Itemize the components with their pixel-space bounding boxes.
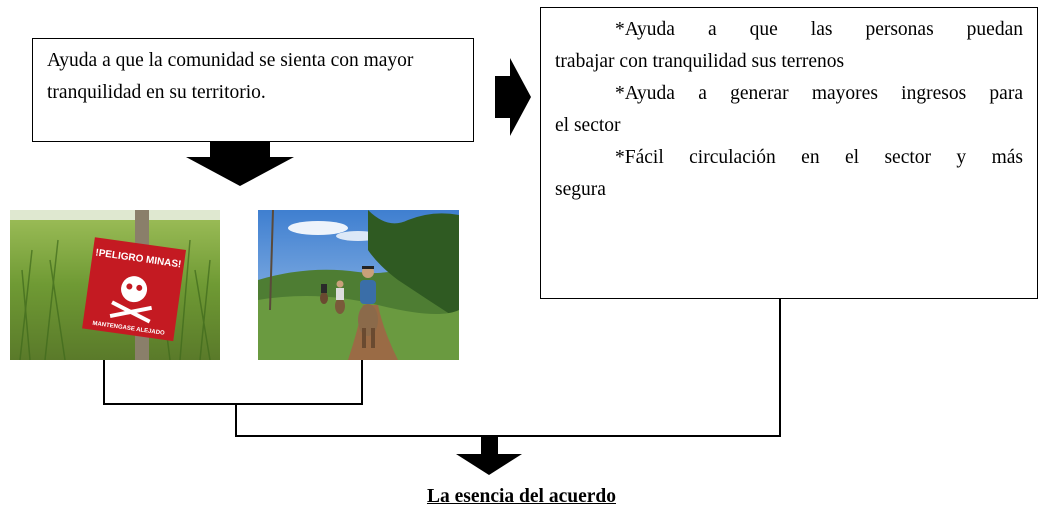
merge-connector-line [235,299,781,437]
horse-riders-photo [258,210,459,360]
left-text-box: Ayuda a que la comunidad se sienta con m… [32,38,474,142]
right-item-3-line-2: segura [555,179,606,200]
photos-bracket-line [103,360,363,405]
right-arrow-icon [495,58,531,136]
bottom-down-arrow-icon [456,436,522,475]
right-item-2-line-1: *Ayuda a generar mayores ingresos para [615,83,1023,104]
minefield-sign-photo: !PELIGRO MINAS! MANTENGASE ALEJADO [10,210,220,360]
diagram-title: La esencia del acuerdo [426,486,617,507]
right-item-2-line-2: el sector [555,115,621,136]
right-text-box: *Ayuda a que las personas puedan trabaja… [540,7,1038,299]
right-item-3-line-1: *Fácil circulación en el sector y más [615,147,1023,168]
left-box-text: Ayuda a que la comunidad se sienta con m… [47,50,414,103]
down-arrow-icon [186,142,294,186]
right-item-1-line-1: *Ayuda a que las personas puedan [615,19,1023,40]
right-item-1-line-2: trabajar con tranquilidad sus terrenos [555,51,845,72]
